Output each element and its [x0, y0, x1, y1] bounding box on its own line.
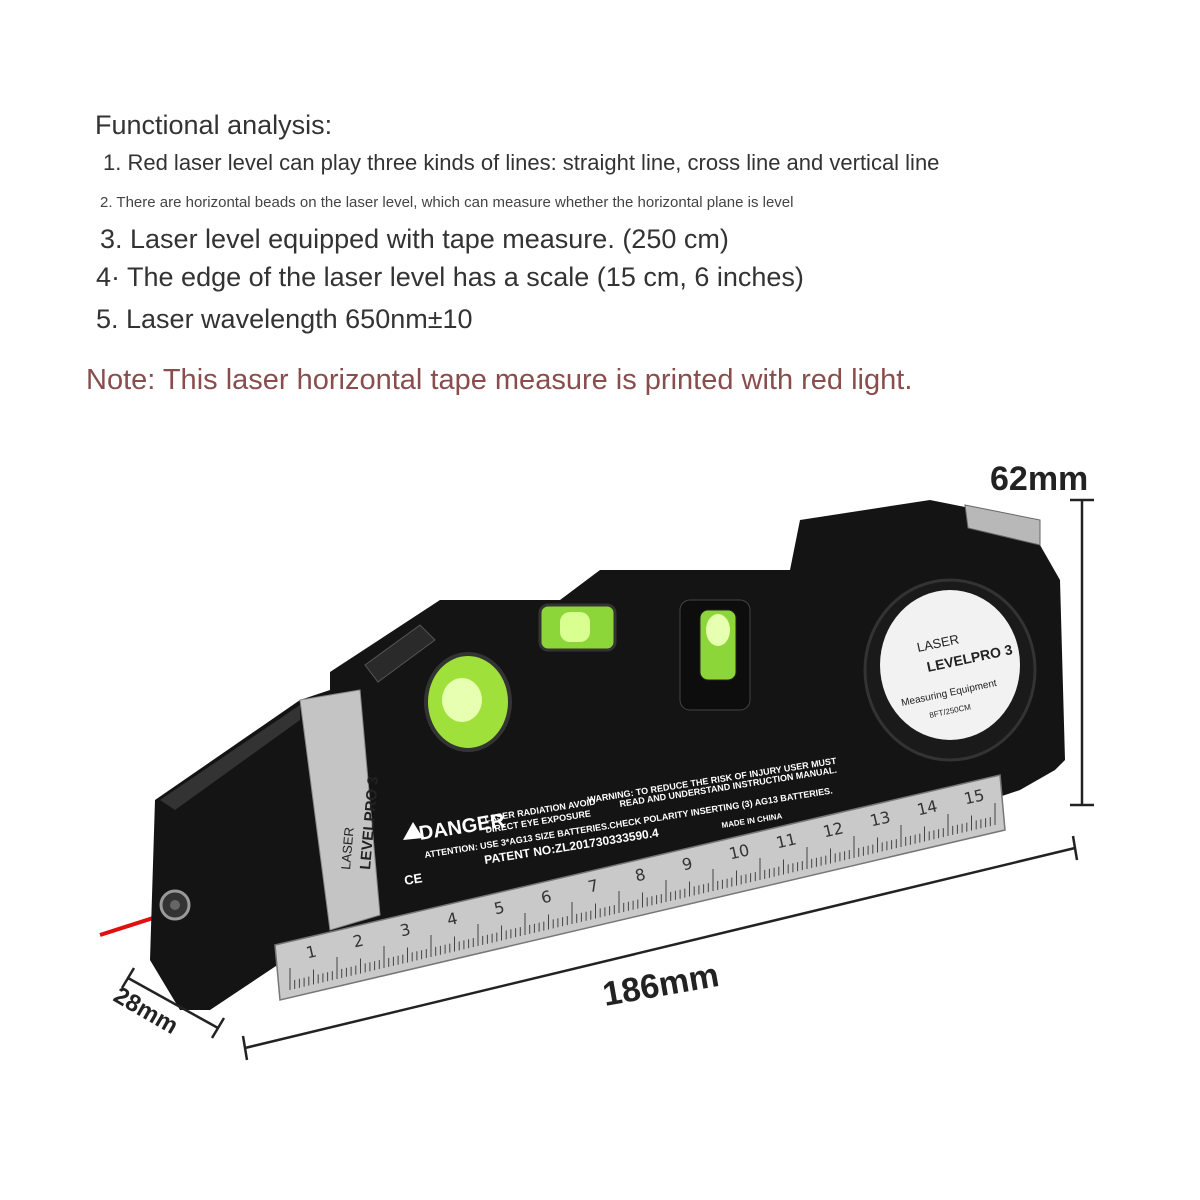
ruler-number: 15: [962, 785, 986, 808]
ruler-number: 1: [304, 942, 318, 963]
ruler-number: 7: [586, 876, 600, 897]
product-illustration: LASER LEVELPRO 3 LASER LEVELPRO 3 Measur…: [99, 460, 1094, 1061]
length-dimension-line: [244, 846, 1076, 1050]
ruler-number: 13: [868, 807, 892, 830]
band-label-1: LASER: [338, 826, 357, 870]
tape-hook: [964, 504, 1041, 546]
warning-triangle-icon: [403, 822, 423, 840]
height-dimension-label: 62mm: [990, 460, 1088, 498]
ruler-number: 8: [633, 865, 647, 886]
level-body: [150, 500, 1065, 1010]
feature-item-5: 5. Laser wavelength 650nm±10: [96, 304, 473, 334]
depth-dimension-cap-b: [210, 1017, 226, 1039]
depth-dimension-cap-a: [120, 967, 136, 989]
edge-ruler: [274, 774, 1006, 1001]
ruler-number: 6: [539, 887, 553, 908]
length-dimension-cap-right: [1071, 835, 1079, 861]
feature-item-2: 2. There are horizontal beads on the las…: [100, 194, 794, 211]
depth-dimension-line: [127, 976, 219, 1030]
feature-item-1: 1. Red laser level can play three kinds …: [103, 150, 940, 175]
ruler-number: 4: [445, 909, 459, 930]
tape-label-disc: [880, 590, 1020, 740]
ruler-number: 14: [915, 796, 939, 819]
round-bubble: [442, 678, 482, 722]
ruler-number: 11: [774, 829, 798, 852]
ruler-number: 5: [492, 898, 506, 919]
length-dimension-label: 186mm: [600, 956, 722, 1014]
ruler-number: 10: [727, 840, 751, 863]
silver-band: [299, 689, 381, 931]
laser-lens: [170, 900, 180, 910]
ruler-number: 2: [351, 931, 365, 952]
level-body-highlight: [160, 705, 300, 810]
horizontal-bubble: [560, 612, 590, 642]
ruler-number: 9: [680, 854, 694, 875]
vertical-bubble: [706, 614, 730, 646]
feature-item-3: 3. Laser level equipped with tape measur…: [100, 224, 729, 254]
ruler-number: 3: [398, 920, 412, 941]
feature-item-4: 4· The edge of the laser level has a sca…: [96, 262, 804, 292]
length-dimension-cap-left: [241, 1035, 249, 1061]
top-slot: [364, 624, 436, 683]
description-heading: Functional analysis:: [95, 110, 333, 140]
ruler-ticks: [289, 803, 996, 990]
cert-marks: CE: [403, 870, 424, 888]
ruler-number: 12: [821, 818, 845, 841]
note-text: Note: This laser horizontal tape measure…: [86, 364, 913, 396]
